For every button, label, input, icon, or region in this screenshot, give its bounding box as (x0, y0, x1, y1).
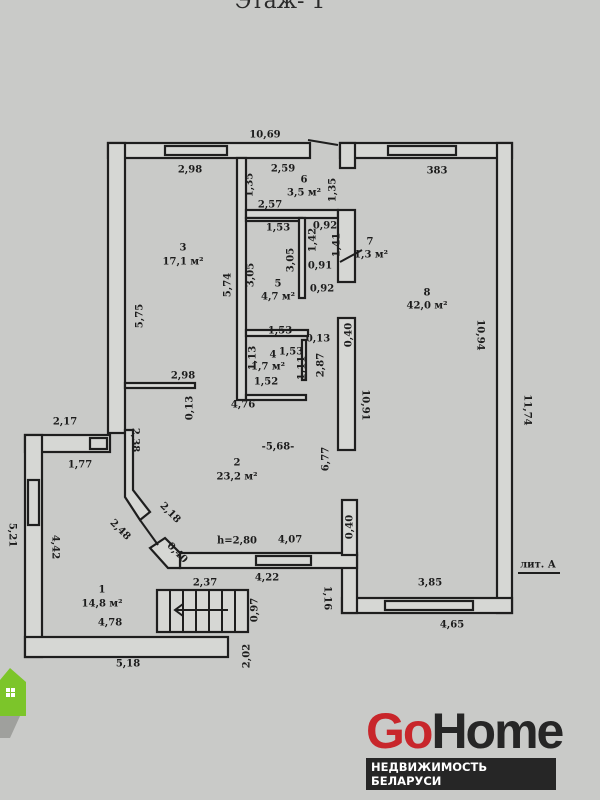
svg-text:4,7 м²: 4,7 м² (261, 292, 295, 303)
logo-home: Home (431, 703, 564, 759)
dimension: 4,65 (440, 620, 464, 631)
dimension: 10,91 (360, 389, 371, 420)
dimension: 1,41 (332, 233, 343, 257)
dimension: 0,40 (344, 323, 355, 347)
room-2: 2 23,2 м² (217, 458, 258, 483)
dimension: 1,77 (68, 460, 92, 471)
svg-text:42,0 м²: 42,0 м² (407, 301, 448, 312)
dimension: 1,13 (248, 346, 259, 370)
room-1: 1 14,8 м² (82, 585, 123, 610)
dimension: 1,53 (268, 326, 292, 337)
walls (23, 139, 560, 659)
dimension: 2,37 (193, 578, 217, 589)
dimension: 2,98 (178, 165, 202, 176)
dimension: 1,35 (328, 178, 339, 202)
dimension: 10,94 (475, 319, 486, 350)
staircase (155, 588, 250, 634)
dimension: 6,77 (321, 447, 332, 471)
dimension-labels: 10,69 2,98 2,59 1,35 2,57 1,35 383 1,53 … (7, 130, 557, 670)
dimension: 5,21 (7, 523, 18, 547)
svg-text:14,8 м²: 14,8 м² (82, 599, 123, 610)
dimension: 2,57 (258, 200, 282, 211)
svg-text:3: 3 (180, 243, 187, 254)
dimension: 2,87 (316, 353, 327, 377)
svg-text:17,1 м²: 17,1 м² (163, 257, 204, 268)
svg-text:4: 4 (270, 350, 277, 361)
logo-tagline: НЕДВИЖИМОСТЬ БЕЛАРУСИ (366, 758, 556, 790)
svg-text:6: 6 (301, 175, 308, 186)
dimension: 1,53 (266, 223, 290, 234)
room-6: 6 3,5 м² (287, 175, 321, 199)
dimension: 4,78 (98, 618, 122, 629)
dimension: 0,13 (306, 334, 330, 345)
room-5: 5 4,7 м² (261, 279, 295, 303)
dimension: 0,91 (308, 261, 332, 272)
dimension: 5,74 (223, 273, 234, 297)
lit-marker: лит. А (520, 560, 557, 571)
dimension: 2,98 (171, 371, 195, 382)
floor-title: Этаж- 1 (235, 0, 326, 14)
svg-text:23,2 м²: 23,2 м² (217, 472, 258, 483)
dimension: 3,85 (418, 578, 442, 589)
dimension: 3,05 (246, 263, 257, 287)
dimension: 1,35 (245, 173, 256, 197)
svg-text:5: 5 (275, 279, 282, 290)
svg-text:3,5 м²: 3,5 м² (287, 188, 321, 199)
dimension: 4,42 (50, 535, 61, 559)
dimension: 2,48 (107, 517, 132, 542)
logo-go: Go (366, 703, 433, 759)
dimension: 0,92 (313, 221, 337, 232)
dimension: 5,75 (135, 304, 146, 328)
dimension: 0,92 (310, 284, 334, 295)
dimension: 1,52 (254, 377, 278, 388)
dimension: 11,74 (522, 394, 533, 425)
dimension: 1,42 (308, 228, 319, 252)
dimension: 2,02 (242, 644, 253, 668)
dimension: 4,22 (255, 573, 279, 584)
svg-text:1,3 м²: 1,3 м² (354, 250, 388, 261)
dimension: 0,40 (345, 515, 356, 539)
svg-text:2: 2 (234, 458, 241, 469)
dimension: 383 (427, 166, 448, 177)
dimension: 4,76 (231, 400, 255, 411)
dimension: 2,17 (53, 417, 77, 428)
room-4: 41,7 м² (251, 350, 285, 373)
dimension: 1,16 (322, 586, 333, 610)
dimension: 3,05 (286, 248, 297, 272)
dimension: 1,53 (279, 347, 303, 358)
dimension: 2,38 (130, 428, 141, 452)
dimension: -5,68- (262, 442, 295, 453)
svg-text:1,7 м²: 1,7 м² (251, 362, 285, 373)
svg-text:1: 1 (99, 585, 106, 596)
dimension: 1,11 (297, 356, 308, 380)
room-3: 3 17,1 м² (163, 243, 204, 268)
dimension: 10,69 (249, 130, 280, 141)
dimension: 4,07 (278, 535, 302, 546)
dimension: h=2,80 (217, 536, 257, 547)
dimension: 0,13 (185, 396, 196, 420)
dimension: 2,59 (271, 164, 295, 175)
gohome-logo: GoHome НЕДВИЖИМОСТЬ БЕЛАРУСИ (366, 703, 564, 790)
dimension: 5,18 (116, 659, 140, 670)
home-badge-icon (0, 668, 26, 738)
svg-text:7: 7 (367, 237, 374, 248)
dimension: 2,18 (157, 500, 182, 525)
room-8: 8 42,0 м² (407, 288, 448, 312)
room-7: 7 1,3 м² (354, 237, 388, 261)
svg-text:8: 8 (424, 288, 431, 299)
dimension: 0,97 (250, 598, 261, 622)
